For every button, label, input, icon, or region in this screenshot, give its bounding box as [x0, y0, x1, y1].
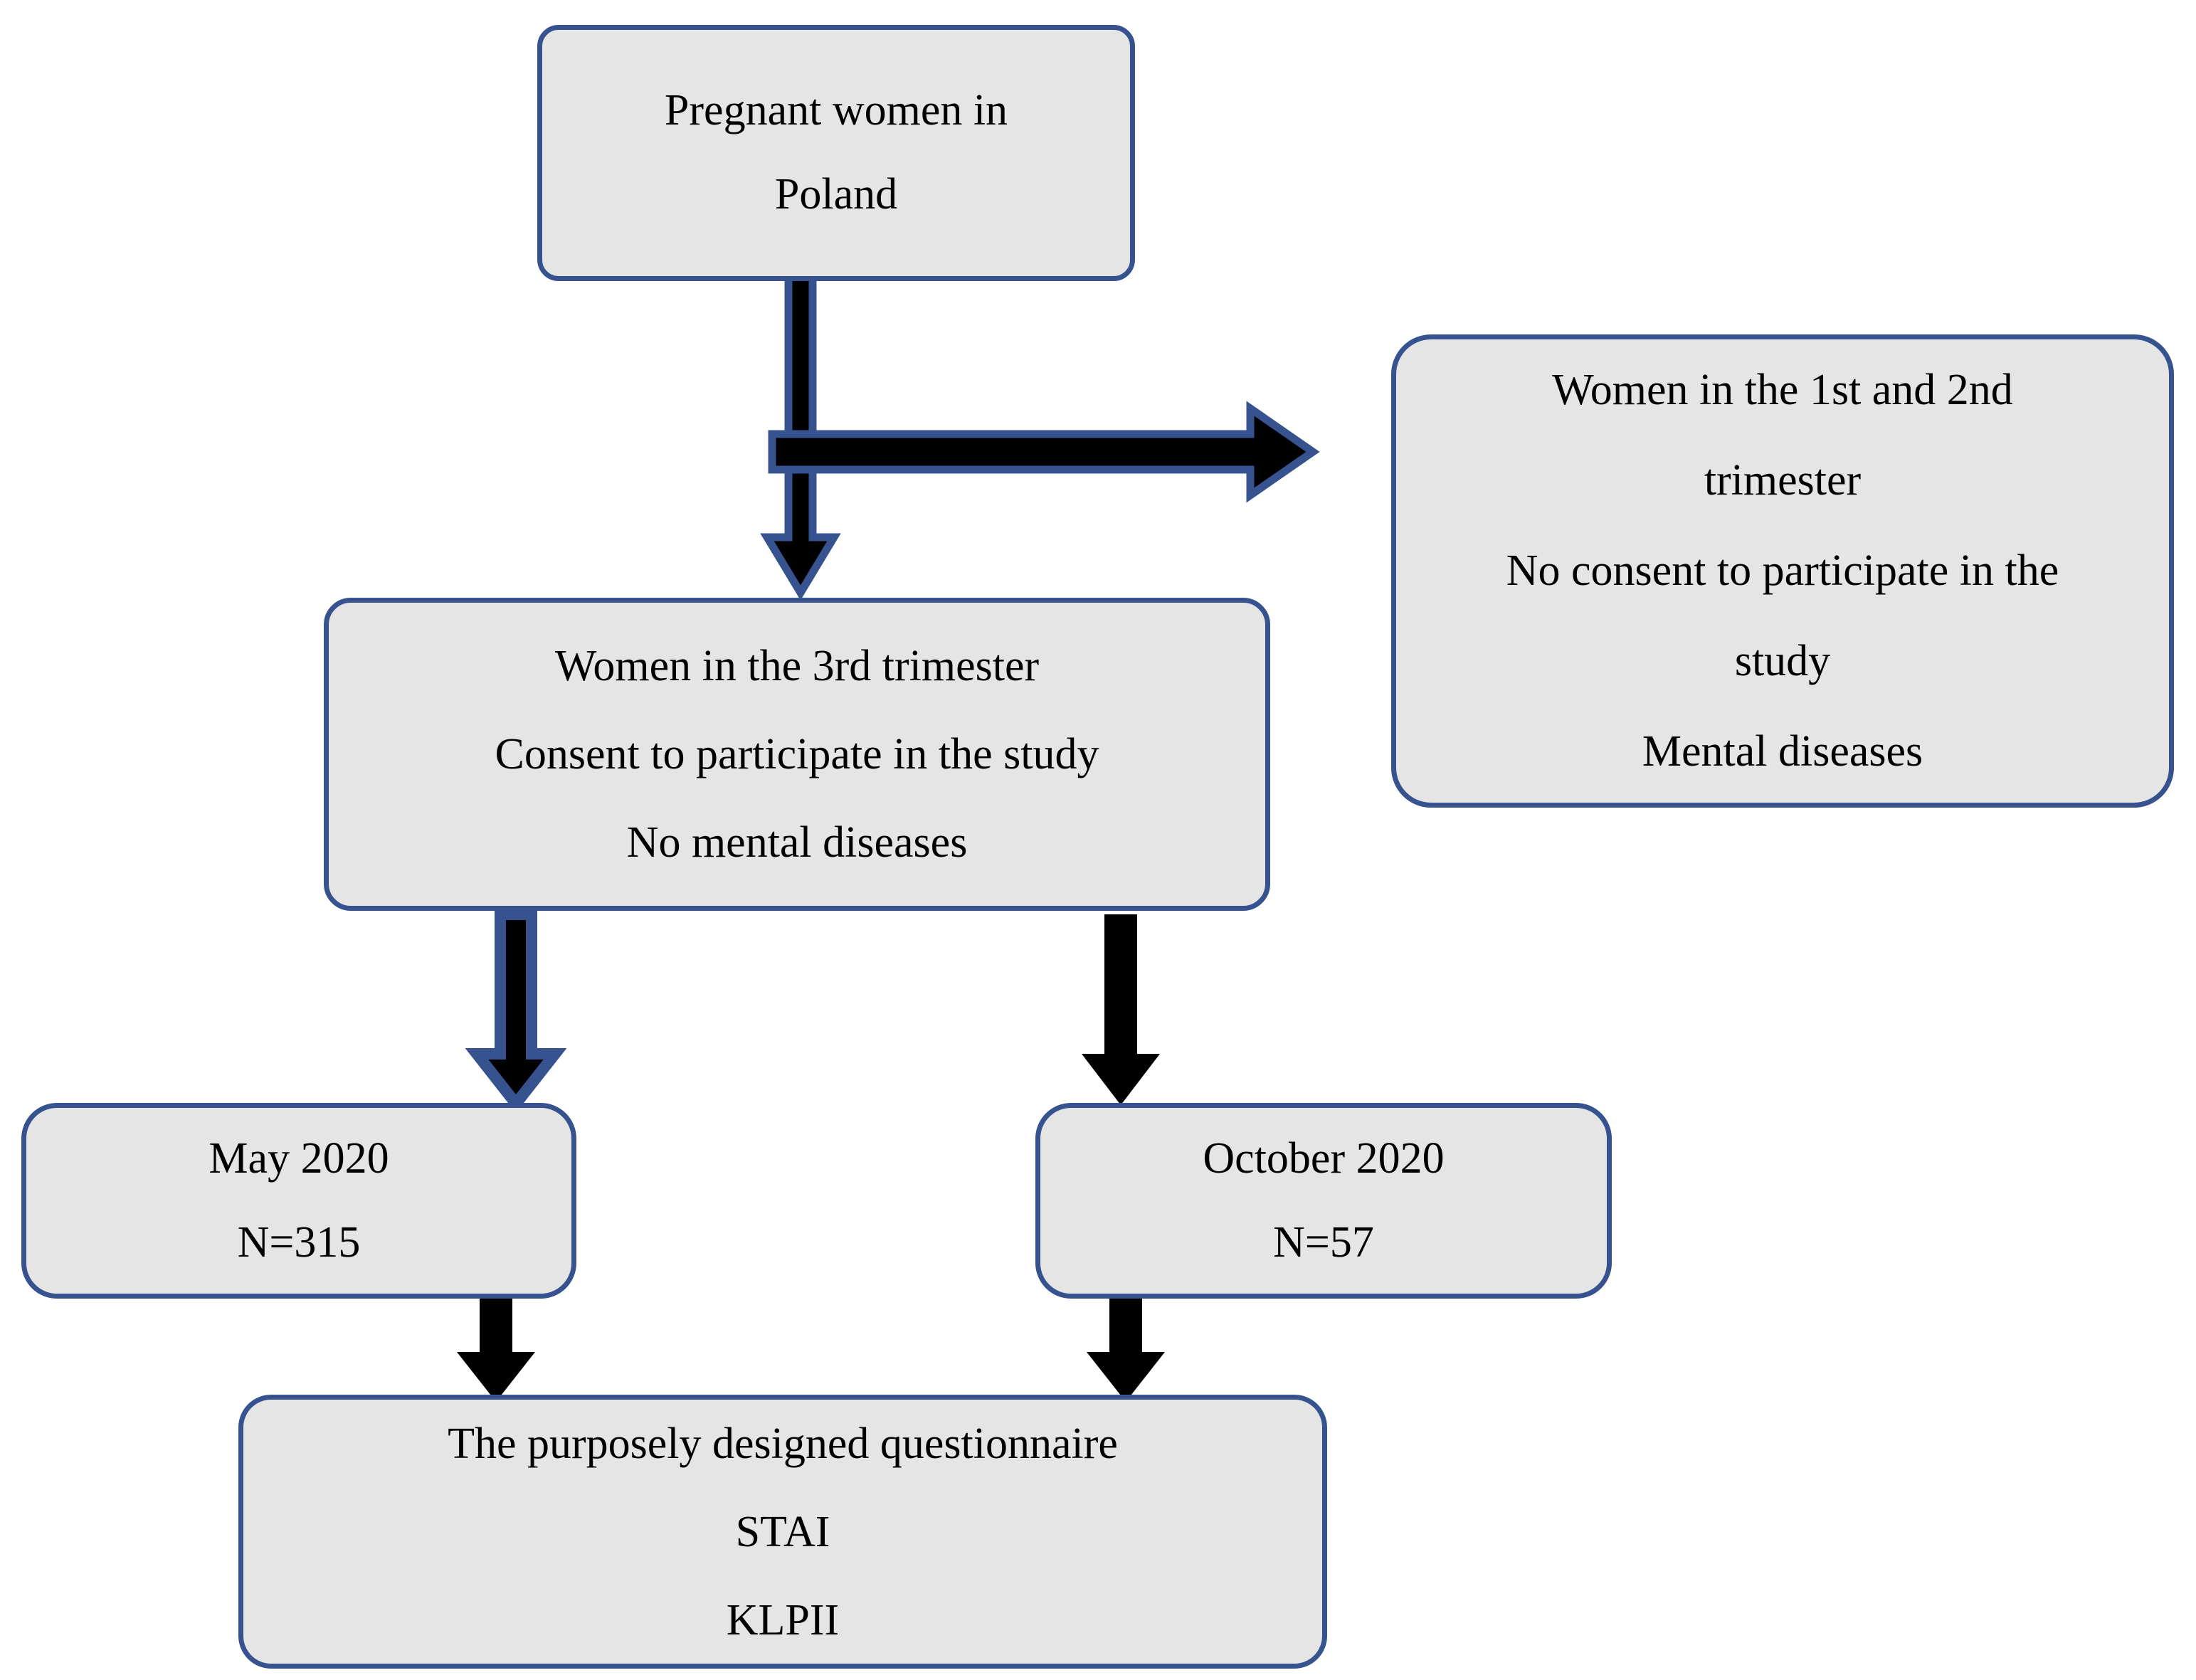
node-included-line-3: No mental diseases [626, 818, 968, 867]
node-wave-may-label: May 2020 [208, 1134, 389, 1183]
arrow-included-to-october [1082, 914, 1167, 1110]
node-source-line-1: Pregnant women in [664, 86, 1008, 135]
node-wave-may-2020: May 2020 N=315 [21, 1103, 576, 1299]
node-source-line-2: Poland [774, 170, 898, 218]
arrow-included-to-may [465, 909, 567, 1113]
node-wave-may-count: N=315 [237, 1217, 361, 1267]
node-included-line-1: Women in the 3rd trimester [554, 642, 1040, 690]
node-wave-oct-count: N=57 [1273, 1217, 1374, 1267]
node-excluded-line-4: study [1734, 637, 1831, 686]
node-wave-october-2020: October 2020 N=57 [1035, 1103, 1612, 1299]
node-instruments-line-1: The purposely designed questionnaire [448, 1419, 1118, 1468]
node-excluded-line-1: Women in the 1st and 2nd [1552, 365, 2013, 414]
node-wave-oct-label: October 2020 [1203, 1134, 1445, 1183]
node-inclusion-criteria: Women in the 3rd trimester Consent to pa… [324, 598, 1270, 911]
arrow-source-to-excluded [768, 398, 1334, 505]
node-excluded-line-5: Mental diseases [1642, 727, 1923, 776]
node-instruments-line-2: STAI [735, 1507, 830, 1556]
arrow-may-to-instruments [455, 1299, 541, 1405]
node-source-population: Pregnant women in Poland [537, 25, 1135, 281]
node-exclusion-criteria: Women in the 1st and 2nd trimester No co… [1391, 334, 2174, 808]
node-included-line-2: Consent to participate in the study [495, 730, 1099, 778]
arrow-october-to-instruments [1085, 1299, 1171, 1405]
node-excluded-line-2: trimester [1704, 455, 1862, 504]
node-instruments-line-3: KLPII [726, 1595, 840, 1644]
node-study-instruments: The purposely designed questionnaire STA… [238, 1395, 1327, 1669]
node-excluded-line-3: No consent to participate in the [1506, 546, 2059, 595]
